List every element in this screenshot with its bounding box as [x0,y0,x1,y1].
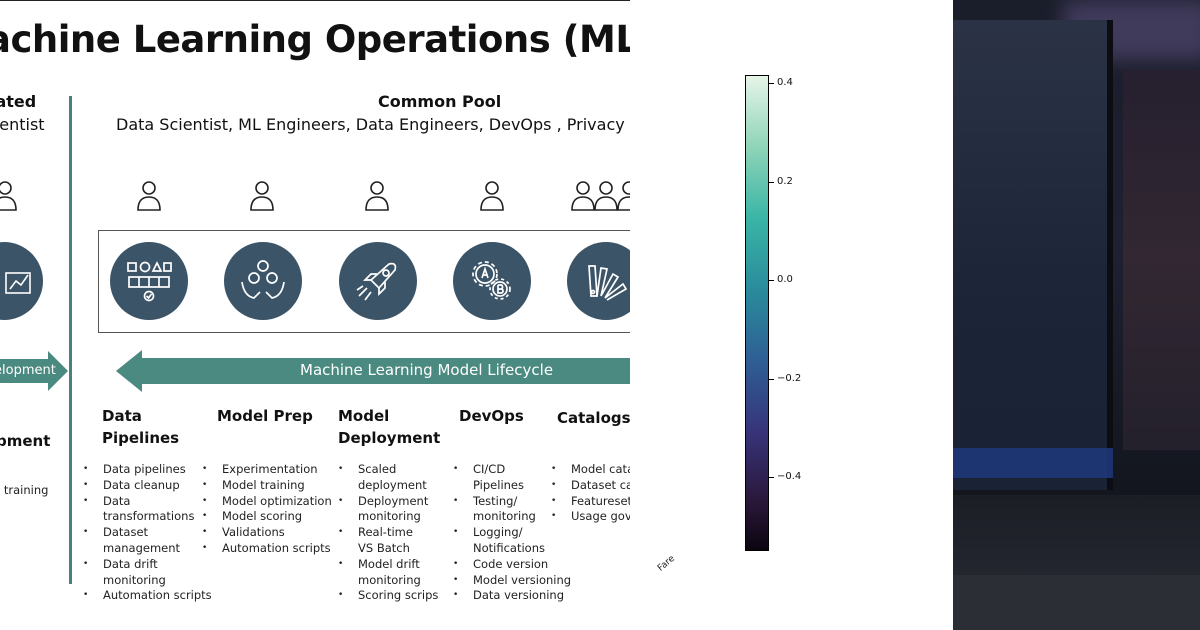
list-item: Model drift [338,557,438,573]
section-divider [69,96,72,584]
laptop-screen [953,20,1113,490]
list-item: Automation scripts [83,588,212,604]
development-arrow-label: elopment [0,363,56,378]
list-item: Pipelines [473,477,524,492]
list-item: Code version [453,557,571,573]
list-item: Logging/ [453,525,571,541]
devops-heading: DevOps [459,407,524,425]
left-column-heading: pment [0,432,51,450]
colorbar-tick [769,280,774,281]
list-item: Data drift [83,557,212,573]
person-icon [250,181,274,211]
group-people-icon [571,181,630,211]
list-item: Model optimization [202,494,332,510]
colorbar-tick-label: 0.0 [777,274,793,285]
top-border [0,0,630,1]
list-item: Data pipelines [83,462,212,478]
list-item: Testing/ [453,494,571,510]
left-column-item: l training [0,483,49,497]
infographic-title: achine Learning Operations (MLOps [0,18,630,61]
list-item: monitoring [358,509,421,524]
list-item: Model versioning [453,573,571,589]
rocket-icon [339,242,417,320]
data-pipelines-heading: Data Pipelines [102,405,179,449]
common-pool-roles: Data Scientist, ML Engineers, Data Engin… [116,115,630,134]
list-item: monitoring [473,509,536,524]
flowchart-icon [110,242,188,320]
dedicated-role-fragment: cientist [0,115,45,134]
person-icon [480,181,504,211]
catalogs-list: Model cata Dataset cat Featureset Usage … [551,462,630,525]
colorbar-tick [769,83,774,84]
common-pool-heading: Common Pool [378,92,502,111]
colorbar-tick-label: 0.2 [777,176,793,187]
list-item: Experimentation [202,462,332,478]
development-arrow [0,351,68,391]
colorbar-tick-label: 0.4 [777,77,793,88]
laptop-photo [953,0,1200,630]
lifecycle-arrow-label: Machine Learning Model Lifecycle [300,361,554,379]
list-item: Deployment [338,494,438,510]
list-item: Scaled [338,462,438,478]
list-item: management [103,540,181,555]
list-item: VS Batch [358,540,410,555]
list-item: Scoring scrips [338,588,438,604]
list-item: Data versioning [453,588,571,604]
list-item: Validations [202,525,332,541]
heading-line: Model [338,407,390,425]
model-deployment-heading: Model Deployment [338,405,440,449]
person-icon [137,181,161,211]
background-shelf [1123,70,1200,450]
dashboard-icon [0,242,43,320]
list-item: monitoring [103,572,166,587]
model-prep-list: Experimentation Model training Model opt… [202,462,332,557]
model-prep-heading: Model Prep [217,407,313,425]
list-item: Dataset [83,525,212,541]
gears-hands-icon [224,242,302,320]
list-item: Model cata [551,462,630,478]
list-item: Data cleanup [83,478,212,494]
colorbar-tick-label: −0.2 [777,373,802,384]
list-item: deployment [358,477,427,492]
model-deployment-list: Scaled deployment Deployment monitoring … [338,462,438,604]
list-item: Real-time [338,525,438,541]
icon-row-frame [98,230,630,333]
list-item: Model scoring [202,509,332,525]
data-pipelines-list: Data pipelines Data cleanup Data transfo… [83,462,212,604]
list-item: Data [83,494,212,510]
axis-label-fragment: Fare [656,553,677,574]
list-item: Dataset cat [551,478,630,494]
color-swatches-icon [567,242,630,320]
colorbar-tick [769,182,774,183]
list-item: CI/CD [453,462,571,478]
list-item: Featureset [551,494,630,510]
person-icon [365,181,389,211]
list-item: transformations [103,509,195,524]
colorbar-tick [769,477,774,478]
laptop-keyboard [953,495,1200,575]
desk-surface [953,575,1200,630]
person-icon [0,181,17,211]
list-item: Notifications [473,540,545,555]
colorbar-tick [769,379,774,380]
list-item: Automation scripts [202,541,332,557]
heading-line: Pipelines [102,429,180,447]
screen-taskbar [953,448,1113,478]
catalogs-heading: Catalogs [557,409,630,427]
heading-line: Deployment [338,429,441,447]
dedicated-heading-fragment: cated [0,92,37,111]
list-item: Model training [202,478,332,494]
colorbar-tick-label: −0.4 [777,471,802,482]
list-item: monitoring [358,572,421,587]
devops-list: CI/CD Pipelines Testing/ monitoring Logg… [453,462,571,604]
list-item: Usage gove [551,509,630,525]
colorbar [745,75,769,551]
mlops-infographic: achine Learning Operations (MLOps cated … [0,0,630,630]
lifecycle-arrow [116,350,630,392]
heading-line: Data [102,407,142,425]
gear-ab-icon [453,242,531,320]
